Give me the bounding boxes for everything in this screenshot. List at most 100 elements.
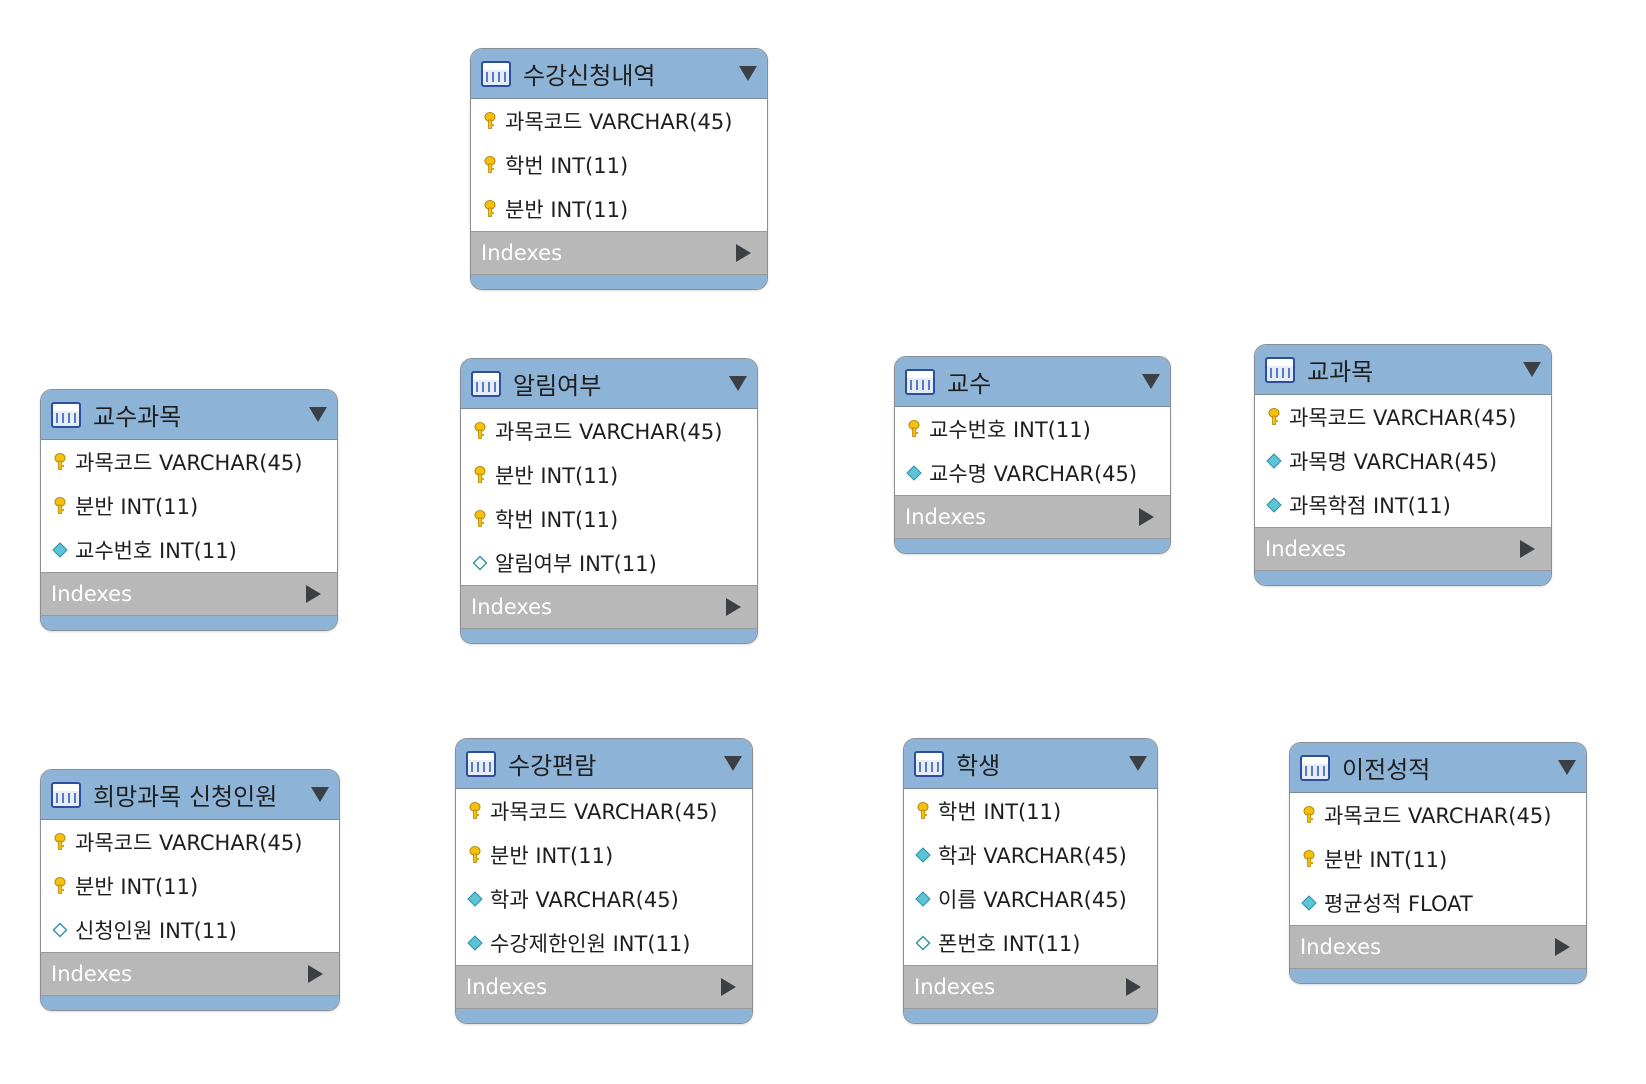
expand-arrow-icon[interactable] [1126,978,1141,996]
column-row[interactable]: 학번 INT(11) [461,497,757,541]
table-header[interactable]: 교수 [895,357,1170,407]
collapse-arrow-icon[interactable] [1558,760,1576,775]
column-row[interactable]: 폰번호 INT(11) [904,921,1157,965]
column-row[interactable]: 분반 INT(11) [1290,837,1586,881]
key-icon [1300,850,1318,868]
column-row[interactable]: 과목학점 INT(11) [1255,483,1551,527]
column-row[interactable]: 학과 VARCHAR(45) [904,833,1157,877]
collapse-arrow-icon[interactable] [729,376,747,391]
column-row[interactable]: 평균성적 FLOAT [1290,881,1586,925]
table-footer [471,275,767,289]
indexes-label: Indexes [914,975,996,999]
column-label: 교수명 VARCHAR(45) [929,462,1138,486]
column-row[interactable]: 교수명 VARCHAR(45) [895,451,1170,495]
indexes-section[interactable]: Indexes [471,231,767,275]
column-row[interactable]: 분반 INT(11) [461,453,757,497]
column-row[interactable]: 과목코드 VARCHAR(45) [461,409,757,453]
key-icon [481,156,499,174]
column-row[interactable]: 분반 INT(11) [471,187,767,231]
column-label: 분반 INT(11) [1324,848,1448,872]
table-footer [456,1009,752,1023]
table-icon [466,750,496,777]
expand-arrow-icon[interactable] [736,244,751,262]
indexes-section[interactable]: Indexes [41,572,337,616]
column-row[interactable]: 학과 VARCHAR(45) [456,877,752,921]
indexes-section[interactable]: Indexes [895,495,1170,539]
expand-arrow-icon[interactable] [726,598,741,616]
diamond-filled-icon [1300,894,1318,912]
table-header[interactable]: 학생 [904,739,1157,789]
table-footer [461,629,757,643]
column-row[interactable]: 과목코드 VARCHAR(45) [41,820,339,864]
column-row[interactable]: 과목코드 VARCHAR(45) [471,99,767,143]
column-label: 과목코드 VARCHAR(45) [490,800,718,824]
column-row[interactable]: 과목코드 VARCHAR(45) [1255,395,1551,439]
table-title: 이전성적 [1342,756,1431,784]
collapse-arrow-icon[interactable] [1523,362,1541,377]
column-row[interactable]: 과목코드 VARCHAR(45) [41,440,337,484]
table-icon [51,781,81,808]
column-row[interactable]: 이름 VARCHAR(45) [904,877,1157,921]
table-footer [41,616,337,630]
column-row[interactable]: 분반 INT(11) [41,864,339,908]
collapse-arrow-icon[interactable] [739,66,757,81]
column-label: 과목명 VARCHAR(45) [1289,450,1498,474]
expand-arrow-icon[interactable] [308,965,323,983]
table-header[interactable]: 수강편람 [456,739,752,789]
table-header[interactable]: 희망과목 신청인원 [41,770,339,820]
indexes-section[interactable]: Indexes [41,952,339,996]
column-row[interactable]: 분반 INT(11) [456,833,752,877]
column-list: 과목코드 VARCHAR(45)분반 INT(11)신청인원 INT(11) [41,820,339,952]
expand-arrow-icon[interactable] [1555,938,1570,956]
table-header[interactable]: 교수과목 [41,390,337,440]
column-label: 폰번호 INT(11) [938,932,1081,956]
table-icon [1300,754,1330,781]
collapse-arrow-icon[interactable] [1129,756,1147,771]
column-row[interactable]: 분반 INT(11) [41,484,337,528]
expand-arrow-icon[interactable] [1520,540,1535,558]
indexes-label: Indexes [905,505,987,529]
column-row[interactable]: 학번 INT(11) [471,143,767,187]
column-row[interactable]: 과목명 VARCHAR(45) [1255,439,1551,483]
column-row[interactable]: 알림여부 INT(11) [461,541,757,585]
expand-arrow-icon[interactable] [721,978,736,996]
table-header[interactable]: 이전성적 [1290,743,1586,793]
table-header[interactable]: 교과목 [1255,345,1551,395]
key-icon [481,200,499,218]
column-row[interactable]: 교수번호 INT(11) [41,528,337,572]
indexes-section[interactable]: Indexes [1290,925,1586,969]
table-header[interactable]: 수강신청내역 [471,49,767,99]
table-footer [41,996,339,1010]
indexes-section[interactable]: Indexes [904,965,1157,1009]
indexes-section[interactable]: Indexes [1255,527,1551,571]
column-label: 분반 INT(11) [490,844,614,868]
column-row[interactable]: 과목코드 VARCHAR(45) [456,789,752,833]
expand-arrow-icon[interactable] [306,585,321,603]
column-row[interactable]: 신청인원 INT(11) [41,908,339,952]
column-row[interactable]: 학번 INT(11) [904,789,1157,833]
column-row[interactable]: 교수번호 INT(11) [895,407,1170,451]
column-row[interactable]: 수강제한인원 INT(11) [456,921,752,965]
collapse-arrow-icon[interactable] [724,756,742,771]
expand-arrow-icon[interactable] [1139,508,1154,526]
indexes-label: Indexes [471,595,553,619]
diamond-filled-icon [1265,496,1283,514]
column-row[interactable]: 과목코드 VARCHAR(45) [1290,793,1586,837]
column-label: 학과 VARCHAR(45) [490,888,679,912]
collapse-arrow-icon[interactable] [311,787,329,802]
collapse-arrow-icon[interactable] [1142,374,1160,389]
indexes-section[interactable]: Indexes [456,965,752,1009]
table-header[interactable]: 알림여부 [461,359,757,409]
indexes-section[interactable]: Indexes [461,585,757,629]
collapse-arrow-icon[interactable] [309,407,327,422]
